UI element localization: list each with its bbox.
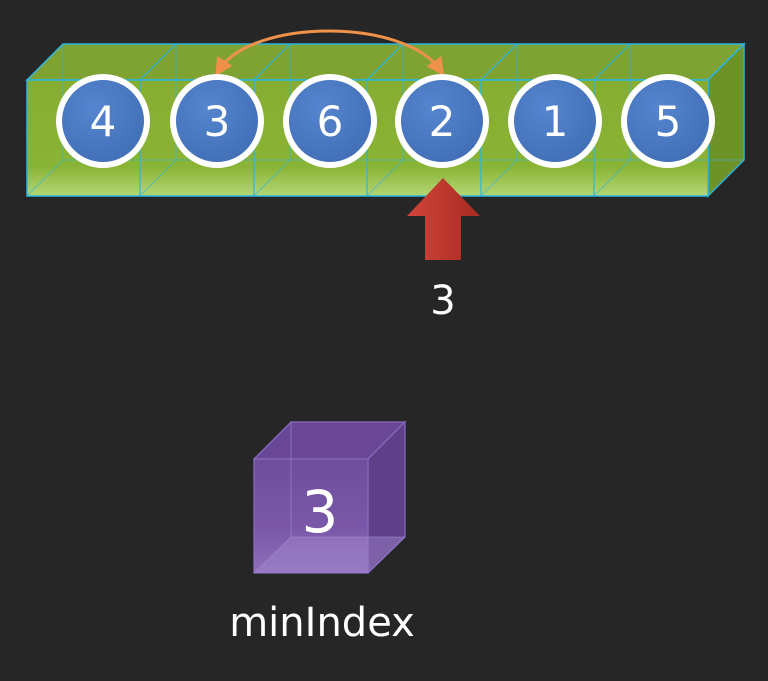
element-value: 6: [317, 97, 344, 146]
element-value: 2: [429, 97, 456, 146]
array-element: 1: [511, 77, 599, 165]
array-element: 2: [398, 77, 486, 165]
array-element: 3: [173, 77, 261, 165]
pointer: 3: [407, 178, 480, 324]
pointer-label: 3: [430, 278, 455, 324]
element-value: 1: [542, 97, 569, 146]
element-value: 5: [655, 97, 682, 146]
min-index-value: 3: [302, 478, 339, 546]
array-element: 6: [286, 77, 374, 165]
min-index-box: 3 minIndex: [229, 422, 415, 646]
min-index-label: minIndex: [229, 600, 415, 646]
array-element: 4: [59, 77, 147, 165]
element-value: 3: [204, 97, 231, 146]
array-element: 5: [624, 77, 712, 165]
element-value: 4: [90, 97, 117, 146]
